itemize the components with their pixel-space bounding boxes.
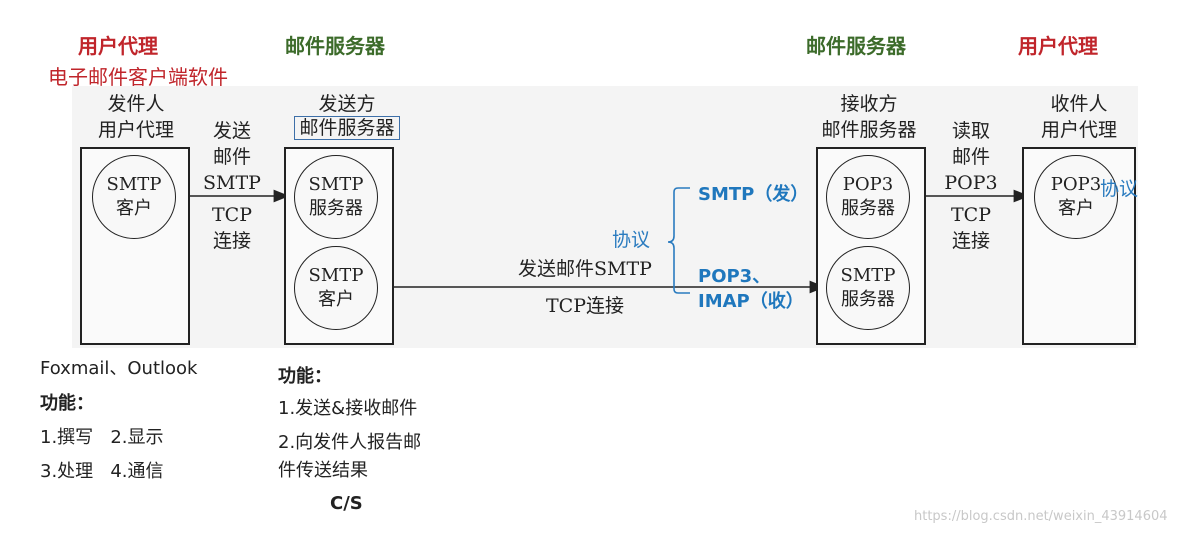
read-link-4: TCP	[951, 204, 991, 226]
smtp-server-line2: 服务器	[309, 198, 363, 219]
sender-server-label-1: 发送方	[318, 93, 376, 115]
client-apps: Foxmail、Outlook	[40, 358, 198, 379]
send-link-5: 连接	[212, 230, 251, 252]
send-link-4: TCP	[212, 204, 252, 226]
email-client-subtitle: 电子邮件客户端软件	[48, 65, 228, 89]
middle-link-below: TCP连接	[546, 295, 624, 317]
smtp-client-line2: 客户	[116, 198, 152, 219]
client-protocol-note: 协议	[1100, 178, 1139, 200]
read-link-1: 读取	[951, 120, 990, 142]
protocol-label: 协议	[612, 229, 651, 251]
send-link-3: SMTP	[203, 172, 261, 194]
pop3-server-line1: POP3	[842, 174, 894, 195]
smtp-client-line1: SMTP	[106, 174, 162, 195]
protocol-smtp-send: SMTP（发）	[698, 184, 809, 205]
pop3-server-line2: 服务器	[841, 198, 895, 219]
sender-server-label-2: 邮件服务器	[282, 115, 412, 141]
smtp-server-circle: SMTP 服务器	[294, 155, 378, 239]
read-link-2: 邮件	[951, 146, 990, 168]
send-link-1: 发送	[212, 120, 251, 142]
send-link-2: 邮件	[212, 146, 251, 168]
receiver-server-label-1: 接收方	[840, 93, 898, 115]
left-user-agent-title: 用户代理	[78, 34, 158, 58]
receiver-mail-server-title: 邮件服务器	[806, 34, 906, 58]
sender-agent-label-1: 发件人	[107, 93, 165, 115]
watermark: https://blog.csdn.net/weixin_43914604	[914, 509, 1168, 524]
server-func-line3: 件传送结果	[278, 460, 368, 481]
receiver-server-label-2: 邮件服务器	[821, 119, 917, 141]
cs-model-label: C/S	[330, 493, 363, 514]
sender-server-label-2-text: 邮件服务器	[294, 116, 400, 140]
client-func-line2: 3.处理 4.通信	[40, 461, 164, 482]
read-link-3: POP3	[944, 172, 998, 194]
smtp-client2-line1: SMTP	[308, 265, 364, 286]
server-func-title: 功能：	[278, 366, 332, 387]
client-func-line1: 1.撰写 2.显示	[40, 427, 164, 448]
client-func-title: 功能：	[40, 393, 94, 414]
smtp-server2-line2: 服务器	[841, 289, 895, 310]
receiver-agent-label-1: 收件人	[1050, 93, 1108, 115]
pop3-client-line1: POP3	[1050, 174, 1102, 195]
protocol-bracket	[667, 187, 690, 294]
server-func-line2: 2.向发件人报告邮	[278, 432, 422, 453]
smtp-client-circle-2: SMTP 客户	[294, 246, 378, 330]
pop3-client-line2: 客户	[1058, 198, 1094, 219]
middle-link-above: 发送邮件SMTP	[518, 258, 652, 280]
smtp-server-line1: SMTP	[308, 174, 364, 195]
right-user-agent-title: 用户代理	[1018, 34, 1098, 58]
sender-mail-server-title: 邮件服务器	[285, 34, 385, 58]
read-link-5: 连接	[951, 230, 990, 252]
smtp-client-circle: SMTP 客户	[92, 155, 176, 239]
smtp-client2-line2: 客户	[318, 289, 354, 310]
diagram-panel	[72, 86, 1138, 348]
sender-agent-label-2: 用户代理	[97, 119, 174, 141]
server-func-line1: 1.发送&接收邮件	[278, 398, 418, 419]
protocol-pop3: POP3、	[698, 266, 771, 287]
pop3-server-circle: POP3 服务器	[826, 155, 910, 239]
protocol-imap-receive: IMAP（收）	[698, 291, 804, 312]
pop3-client-circle: POP3 客户	[1034, 155, 1118, 239]
smtp-server-circle-2: SMTP 服务器	[826, 246, 910, 330]
smtp-server2-line1: SMTP	[840, 265, 896, 286]
receiver-agent-label-2: 用户代理	[1040, 119, 1117, 141]
